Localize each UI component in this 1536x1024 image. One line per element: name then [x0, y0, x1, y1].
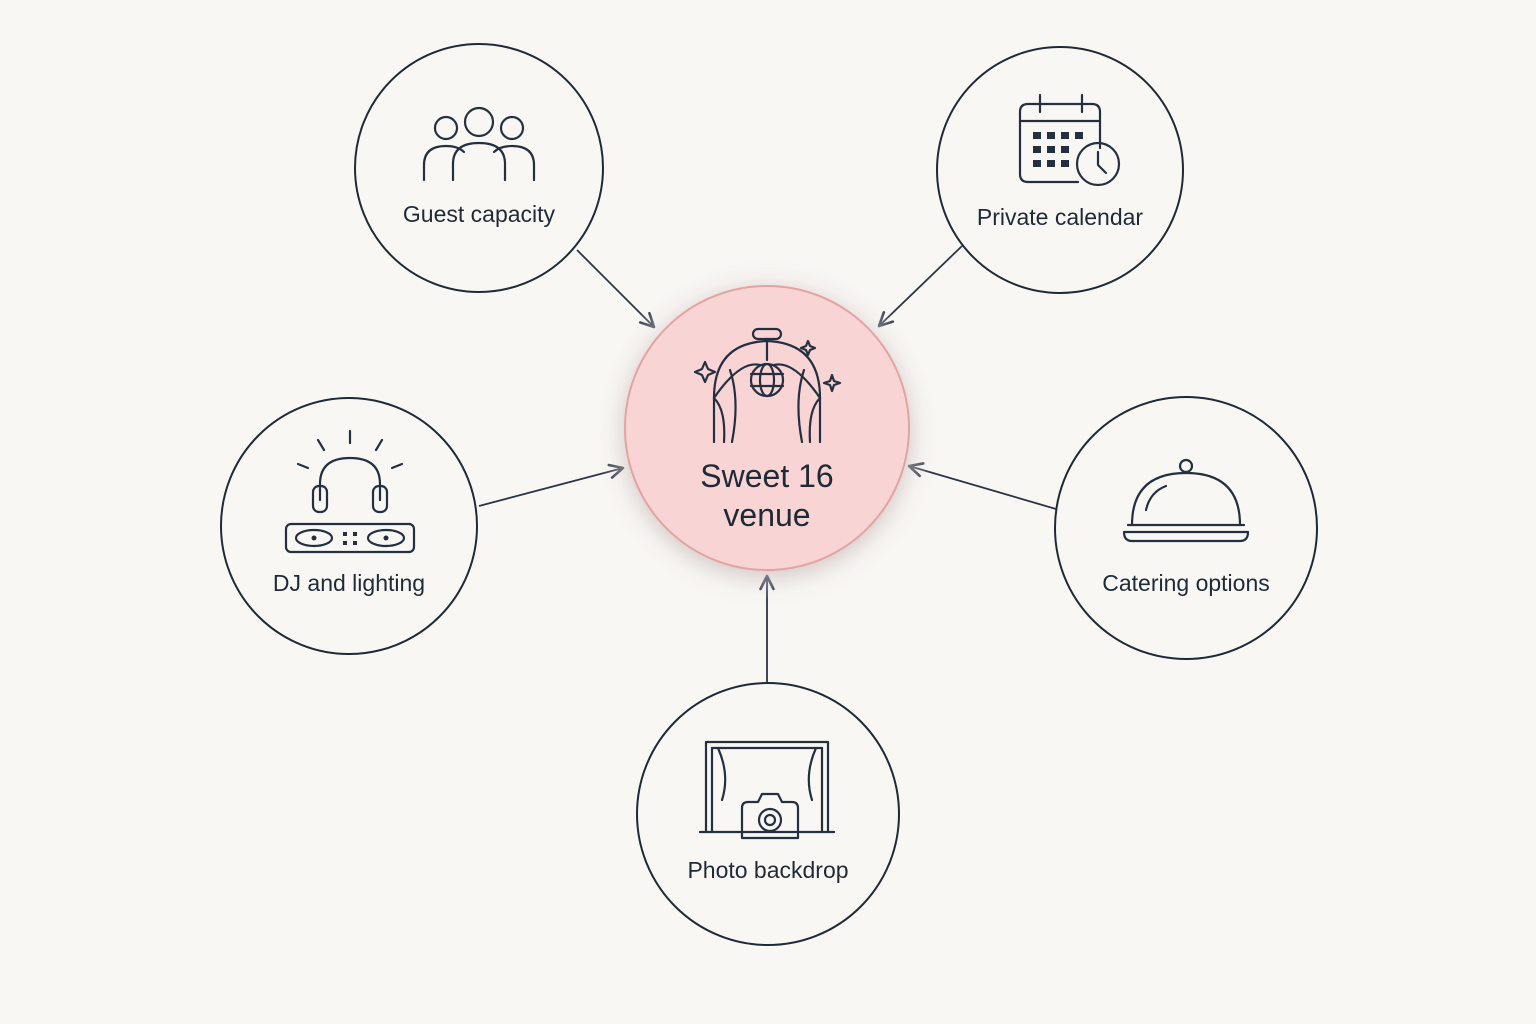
- node-photo-backdrop[interactable]: Photo backdrop: [636, 682, 900, 946]
- dj-headphones-icon: [284, 429, 416, 554]
- cloche-icon: [1122, 458, 1250, 543]
- node-circle: [936, 46, 1184, 294]
- node-circle: [220, 397, 478, 655]
- node-private-calendar[interactable]: Private calendar: [936, 46, 1184, 294]
- node-dj-lighting[interactable]: DJ and lighting: [220, 397, 478, 655]
- node-circle: [636, 682, 900, 946]
- node-label: Photo backdrop: [687, 857, 848, 883]
- edge-dj-lighting: [478, 463, 625, 507]
- center-label-line1: Sweet 16: [700, 458, 833, 494]
- node-circle: [1054, 396, 1318, 660]
- camera-backdrop-icon: [698, 740, 836, 840]
- node-label: Catering options: [1102, 570, 1270, 596]
- node-label: DJ and lighting: [273, 570, 425, 596]
- node-label: Guest capacity: [403, 201, 556, 227]
- dj-deck-controls: [311, 532, 389, 545]
- center-label-line2: venue: [723, 497, 810, 533]
- disco-arch-icon: [693, 327, 842, 444]
- calendar-clock-icon: [1018, 93, 1121, 187]
- node-circle: [354, 43, 604, 293]
- node-label: Private calendar: [977, 204, 1144, 230]
- node-guest-capacity[interactable]: Guest capacity: [354, 43, 604, 293]
- people-group-icon: [422, 106, 536, 182]
- edge-catering-options: [907, 462, 1057, 510]
- node-catering-options[interactable]: Catering options: [1054, 396, 1318, 660]
- center-node[interactable]: Sweet 16 venue: [595, 256, 939, 600]
- center-circle: [624, 285, 910, 571]
